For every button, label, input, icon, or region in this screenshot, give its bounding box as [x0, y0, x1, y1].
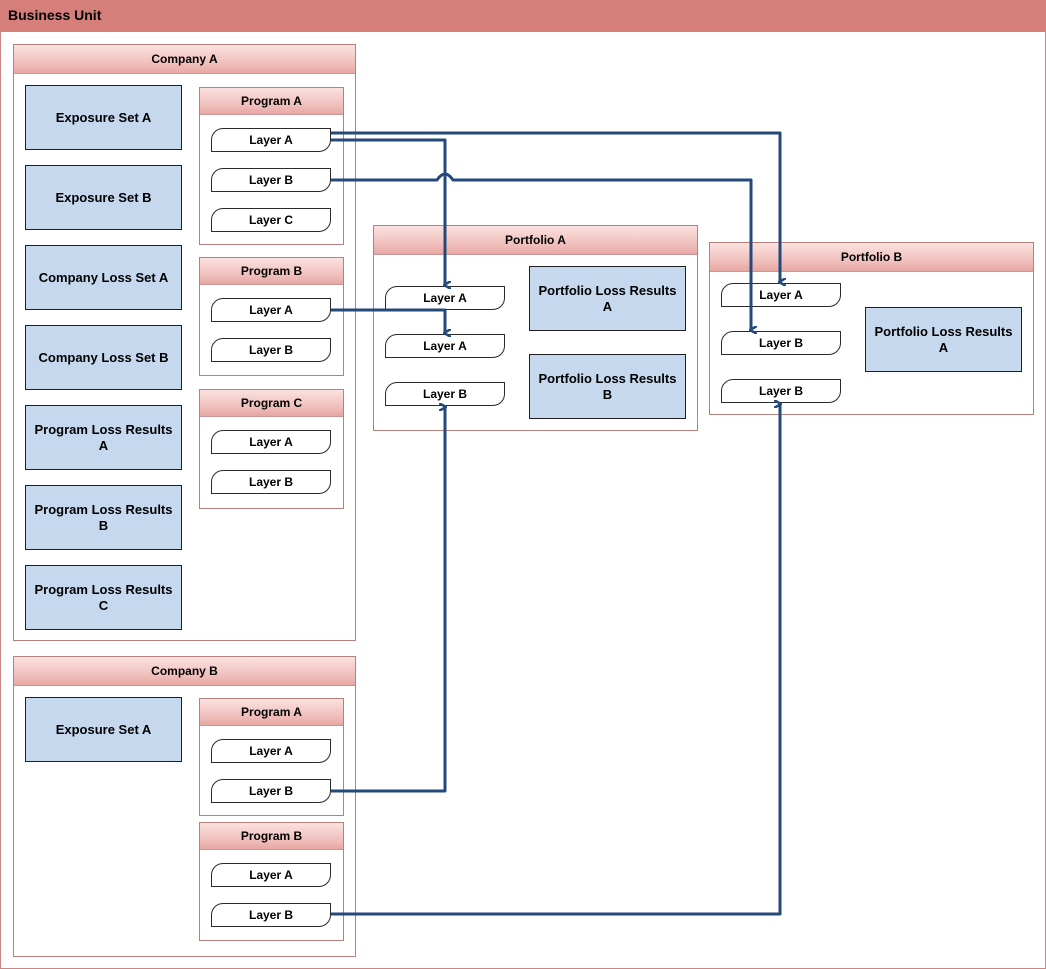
company-a-program-c-layer-a[interactable]: Layer A: [211, 430, 331, 454]
portfolio-b-layer-a[interactable]: Layer A: [721, 283, 841, 307]
company-a-program-a-layer-c[interactable]: Layer C: [211, 208, 331, 232]
portfolio-a-layer-a-1[interactable]: Layer A: [385, 286, 505, 310]
company-b-program-a-header: Program A: [200, 699, 343, 726]
company-b-exposure-set-a-box[interactable]: Exposure Set A: [25, 697, 182, 762]
company-b-program-b-layer-b[interactable]: Layer B: [211, 903, 331, 927]
company-a-program-b-layer-b[interactable]: Layer B: [211, 338, 331, 362]
business-unit-title: Business Unit: [0, 0, 1046, 32]
company-loss-set-b-box[interactable]: Company Loss Set B: [25, 325, 182, 390]
portfolio-a-loss-results-b-box[interactable]: Portfolio Loss Results B: [529, 354, 686, 419]
company-a-program-a-layer-b[interactable]: Layer B: [211, 168, 331, 192]
company-loss-set-a-box[interactable]: Company Loss Set A: [25, 245, 182, 310]
exposure-set-a-box[interactable]: Exposure Set A: [25, 85, 182, 150]
exposure-set-b-box[interactable]: Exposure Set B: [25, 165, 182, 230]
company-a-program-b-header: Program B: [200, 258, 343, 285]
portfolio-b-loss-results-a-box[interactable]: Portfolio Loss Results A: [865, 307, 1022, 372]
company-a-program-c-header: Program C: [200, 390, 343, 417]
program-loss-results-a-box[interactable]: Program Loss Results A: [25, 405, 182, 470]
portfolio-b-layer-b-1[interactable]: Layer B: [721, 331, 841, 355]
company-b-header: Company B: [14, 657, 355, 686]
portfolio-b-header: Portfolio B: [710, 243, 1033, 272]
portfolio-b-layer-b-2[interactable]: Layer B: [721, 379, 841, 403]
company-a-program-a-layer-a[interactable]: Layer A: [211, 128, 331, 152]
portfolio-a-loss-results-a-box[interactable]: Portfolio Loss Results A: [529, 266, 686, 331]
company-b-program-a-layer-a[interactable]: Layer A: [211, 739, 331, 763]
company-a-program-c-layer-b[interactable]: Layer B: [211, 470, 331, 494]
program-loss-results-c-box[interactable]: Program Loss Results C: [25, 565, 182, 630]
company-b-program-a-layer-b[interactable]: Layer B: [211, 779, 331, 803]
portfolio-a-layer-a-2[interactable]: Layer A: [385, 334, 505, 358]
company-a-program-a-header: Program A: [200, 88, 343, 115]
company-b-program-b-layer-a[interactable]: Layer A: [211, 863, 331, 887]
portfolio-a-header: Portfolio A: [374, 226, 697, 255]
company-a-header: Company A: [14, 45, 355, 74]
company-b-program-b-header: Program B: [200, 823, 343, 850]
company-a-program-b-layer-a[interactable]: Layer A: [211, 298, 331, 322]
portfolio-a-layer-b[interactable]: Layer B: [385, 382, 505, 406]
program-loss-results-b-box[interactable]: Program Loss Results B: [25, 485, 182, 550]
